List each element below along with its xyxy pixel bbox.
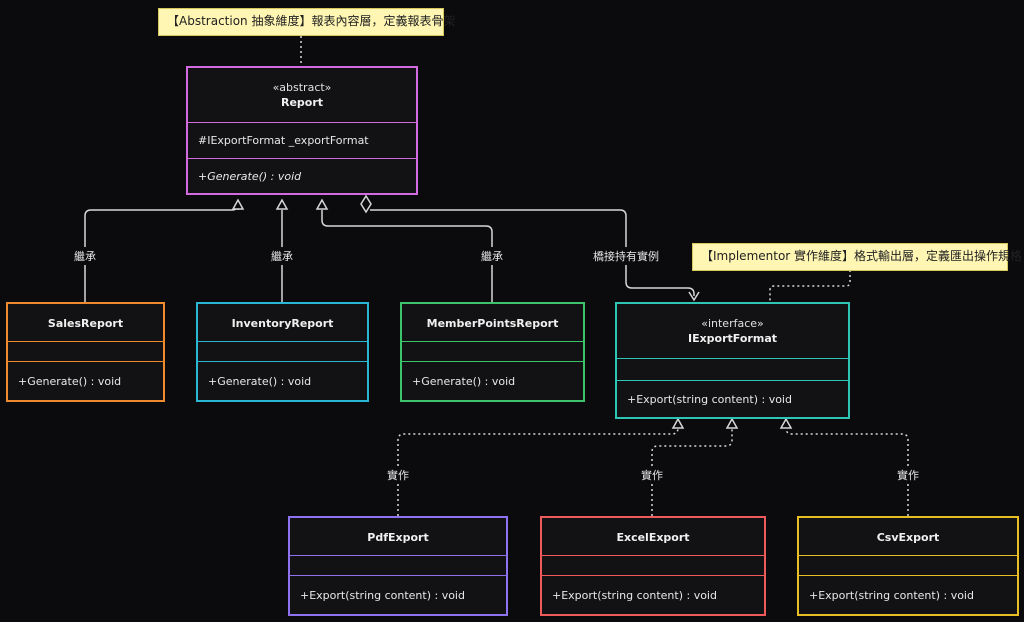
class-pdfexport[interactable]: PdfExport +Export(string content) : void (288, 516, 508, 616)
excelexport-methods: +Export(string content) : void (542, 575, 764, 614)
iface-name: IExportFormat (687, 332, 777, 345)
arrowhead-inherit-inventory (275, 198, 289, 210)
memberpointsreport-method: +Generate() : void (412, 374, 516, 388)
edge-inherit-sales (84, 203, 239, 302)
iface-fields (617, 358, 848, 380)
note-link-implementor (769, 270, 851, 302)
label-realize-pdf: 實作 (384, 466, 412, 484)
salesreport-method: +Generate() : void (18, 374, 122, 388)
label-inherit-inventory: 繼承 (268, 247, 296, 265)
inventoryreport-methods: +Generate() : void (198, 361, 367, 400)
label-realize-csv: 實作 (894, 466, 922, 484)
report-class-name: Report (280, 96, 324, 109)
inventoryreport-fields (198, 341, 367, 361)
arrowhead-realize-csv (779, 417, 793, 429)
salesreport-fields (8, 341, 163, 361)
class-salesreport[interactable]: SalesReport +Generate() : void (6, 302, 165, 402)
inventoryreport-class-name: InventoryReport (231, 317, 334, 330)
class-excelexport[interactable]: ExcelExport +Export(string content) : vo… (540, 516, 766, 616)
memberpointsreport-fields (402, 341, 583, 361)
iface-method: +Export(string content) : void (627, 392, 792, 406)
salesreport-class-name: SalesReport (47, 317, 124, 330)
arrowhead-inherit-memberpoints (315, 198, 329, 210)
class-csvexport[interactable]: CsvExport +Export(string content) : void (797, 516, 1019, 616)
edge-realize-csv (785, 427, 909, 516)
report-method: +Generate() : void (198, 169, 302, 183)
pdfexport-class-name: PdfExport (367, 531, 429, 544)
excelexport-class-name: ExcelExport (616, 531, 690, 544)
report-stereotype: «abstract» (272, 81, 332, 94)
class-inventoryreport[interactable]: InventoryReport +Generate() : void (196, 302, 369, 402)
class-report[interactable]: «abstract» Report #IExportFormat _export… (186, 66, 418, 195)
label-bridge: 橋接持有實例 (590, 247, 662, 265)
arrowhead-realize-excel (725, 417, 739, 429)
edge-bridge-aggregation (369, 209, 695, 296)
iface-methods: +Export(string content) : void (617, 380, 848, 417)
class-memberpointsreport[interactable]: MemberPointsReport +Generate() : void (400, 302, 585, 402)
iface-stereotype: «interface» (701, 317, 764, 330)
pdfexport-methods: +Export(string content) : void (290, 575, 506, 614)
pdfexport-method: +Export(string content) : void (300, 588, 465, 602)
arrowhead-bridge (688, 291, 700, 302)
arrowhead-realize-pdf (671, 417, 685, 429)
report-methods: +Generate() : void (188, 158, 416, 193)
csvexport-method: +Export(string content) : void (809, 588, 974, 602)
note-abstraction: 【Abstraction 抽象維度】報表內容層，定義報表骨架 (158, 8, 455, 36)
label-inherit-memberpoints: 繼承 (478, 247, 506, 265)
csvexport-methods: +Export(string content) : void (799, 575, 1017, 614)
interface-iexportformat[interactable]: «interface» IExportFormat +Export(string… (615, 302, 850, 419)
salesreport-methods: +Generate() : void (8, 361, 163, 400)
arrowhead-inherit-sales (231, 198, 245, 210)
memberpointsreport-methods: +Generate() : void (402, 361, 583, 400)
label-inherit-sales: 繼承 (71, 247, 99, 265)
report-field: #IExportFormat _exportFormat (198, 134, 369, 147)
excelexport-fields (542, 555, 764, 575)
report-fields: #IExportFormat _exportFormat (188, 122, 416, 158)
csvexport-class-name: CsvExport (876, 531, 940, 544)
note-implementor: 【Implementor 實作維度】格式輸出層，定義匯出操作規格 (692, 243, 1022, 271)
edge-realize-pdf (397, 427, 679, 516)
pdfexport-fields (290, 555, 506, 575)
diamond-aggregation (360, 194, 372, 214)
excelexport-method: +Export(string content) : void (552, 588, 717, 602)
edge-realize-excel (651, 428, 733, 516)
inventoryreport-method: +Generate() : void (208, 374, 312, 388)
csvexport-fields (799, 555, 1017, 575)
label-realize-excel: 實作 (638, 466, 666, 484)
edge-inherit-memberpoints (321, 210, 493, 302)
memberpointsreport-class-name: MemberPointsReport (426, 317, 559, 330)
